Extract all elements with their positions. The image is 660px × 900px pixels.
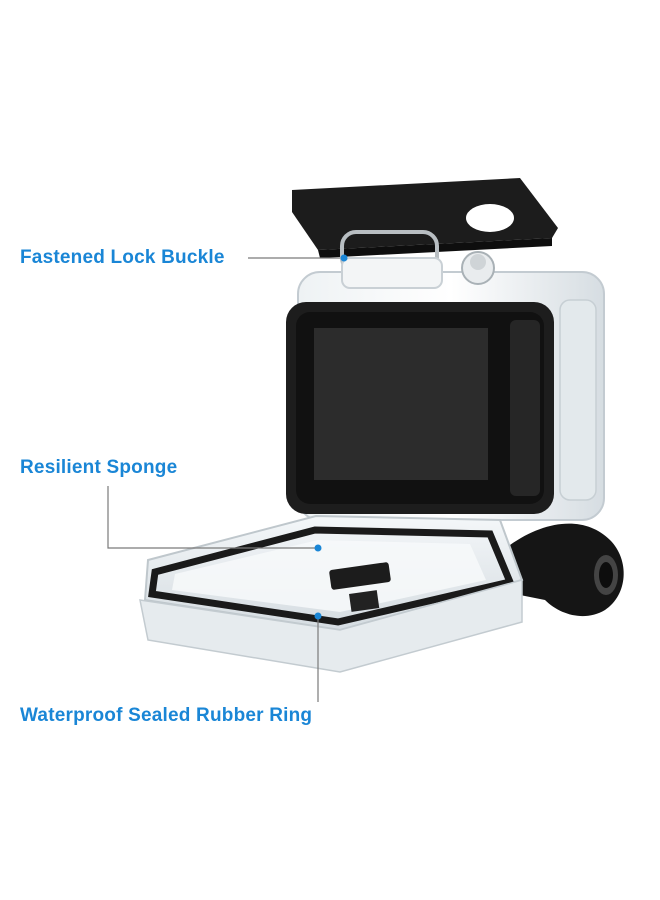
camera-screen (314, 328, 488, 480)
lock-buckle-lid (292, 178, 558, 274)
mount-arm (510, 523, 624, 617)
rubber-seal-ring (148, 526, 515, 626)
label-resilient-sponge: Resilient Sponge (20, 457, 178, 478)
leader-ring (314, 612, 322, 702)
leader-lock (248, 254, 348, 262)
label-lock-buckle: Fastened Lock Buckle (20, 247, 225, 268)
leader-sponge (107, 486, 322, 552)
label-rubber-ring: Waterproof Sealed Rubber Ring (20, 705, 313, 726)
camera-body (286, 302, 554, 514)
back-door (139, 514, 524, 673)
